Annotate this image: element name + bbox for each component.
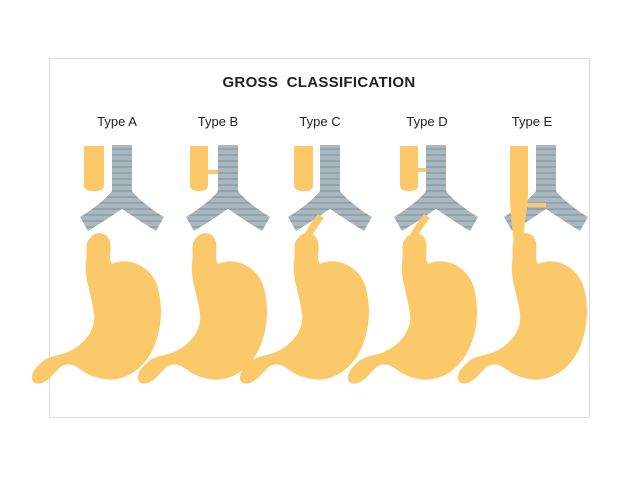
type-c-diagram [240,145,372,384]
type-c-label: Type C [299,114,341,129]
upper-esophageal-pouch [190,146,208,192]
type-b-diagram [138,145,270,384]
stomach-shape [458,233,587,384]
upper-esophageal-pouch [400,146,418,192]
type-b-label: Type B [197,114,239,129]
upper-esophageal-pouch [84,146,104,192]
figure-title: GROSS CLASSIFICATION [222,74,416,91]
type-d-diagram [348,145,478,384]
stomach-shape [32,233,161,384]
type-d-label: Type D [406,114,448,129]
type-a-diagram [32,145,164,384]
type-e-diagram [458,145,588,384]
fistula-proximal [206,170,228,174]
h-type-fistula [524,203,546,207]
type-e-label: Type E [511,114,553,129]
type-a-label: Type A [97,114,137,129]
upper-esophageal-pouch [294,146,313,192]
